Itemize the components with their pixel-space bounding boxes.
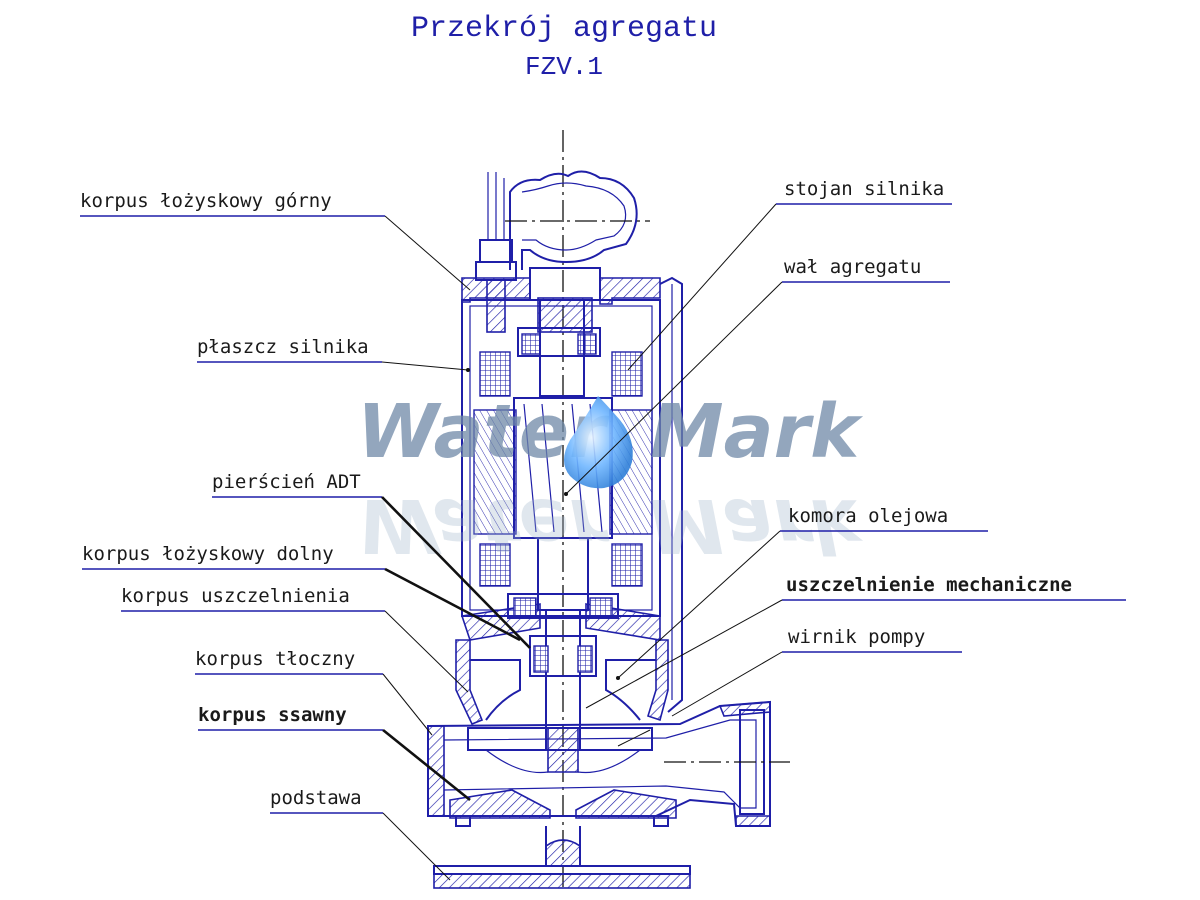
callout-korpus-lozyskowy-dolny: korpus łożyskowy dolny	[82, 543, 521, 642]
pump-drawing	[427, 130, 790, 892]
callout-plaszcz-silnika: płaszcz silnika	[197, 336, 470, 372]
callout-komora-olejowa: komora olejowa	[616, 505, 988, 680]
upper-bearing-housing	[461, 267, 661, 357]
callout-stojan-silnika: stojan silnika	[627, 178, 952, 371]
label-korpus-lozyskowy-gorny: korpus łożyskowy górny	[80, 190, 332, 212]
label-pierscien-adt: pierścień ADT	[212, 471, 361, 493]
label-wal-agregatu: wał agregatu	[784, 256, 921, 278]
label-podstawa: podstawa	[270, 787, 362, 809]
label-stojan-silnika: stojan silnika	[784, 178, 944, 200]
label-plaszcz-silnika: płaszcz silnika	[197, 336, 369, 358]
left-callouts: korpus łożyskowy górny płaszcz silnika p…	[80, 190, 531, 881]
pump-impeller	[467, 727, 653, 774]
callout-podstawa: podstawa	[270, 787, 451, 881]
right-callouts: stojan silnika wał agregatu komora olejo…	[564, 178, 1126, 747]
watermark-reflection-right: Mark	[650, 482, 863, 568]
label-komora-olejowa: komora olejowa	[788, 505, 948, 527]
lifting-handle	[509, 170, 638, 270]
seal-housing	[455, 635, 669, 726]
label-korpus-tloczny: korpus tłoczny	[195, 648, 355, 670]
diagram-subtitle: FZV.1	[525, 52, 603, 82]
lower-bearing-housing	[460, 593, 661, 641]
callout-wirnik-pompy: wirnik pompy	[617, 626, 962, 747]
callout-korpus-uszczelnienia: korpus uszczelnienia	[121, 585, 469, 693]
pump-shaft	[537, 299, 589, 751]
callout-korpus-lozyskowy-gorny: korpus łożyskowy górny	[80, 190, 471, 291]
label-uszczelnienie-mechaniczne: uszczelnienie mechaniczne	[786, 574, 1072, 596]
label-korpus-uszczelnienia: korpus uszczelnienia	[121, 585, 350, 607]
label-korpus-lozyskowy-dolny: korpus łożyskowy dolny	[82, 543, 334, 565]
pump-base	[433, 826, 691, 889]
label-wirnik-pompy: wirnik pompy	[788, 626, 925, 648]
callout-uszczelnienie-mechaniczne: uszczelnienie mechaniczne	[585, 574, 1126, 709]
diagram-title: Przekrój agregatu	[411, 12, 717, 46]
callout-korpus-ssawny: korpus ssawny	[198, 704, 471, 802]
callout-wal-agregatu: wał agregatu	[564, 256, 950, 496]
stator-windings	[479, 351, 643, 587]
watermark-logo: Water Mark Water Mark	[357, 389, 863, 568]
water-drop-icon	[564, 396, 633, 489]
suction-casing	[449, 789, 677, 827]
watermark-reflection-left: Water	[357, 482, 610, 568]
label-korpus-ssawny: korpus ssawny	[198, 704, 347, 726]
callout-korpus-tloczny: korpus tłoczny	[195, 648, 433, 736]
watermark-text-right: Mark	[650, 389, 863, 475]
callout-pierscien-adt: pierścień ADT	[212, 471, 531, 649]
